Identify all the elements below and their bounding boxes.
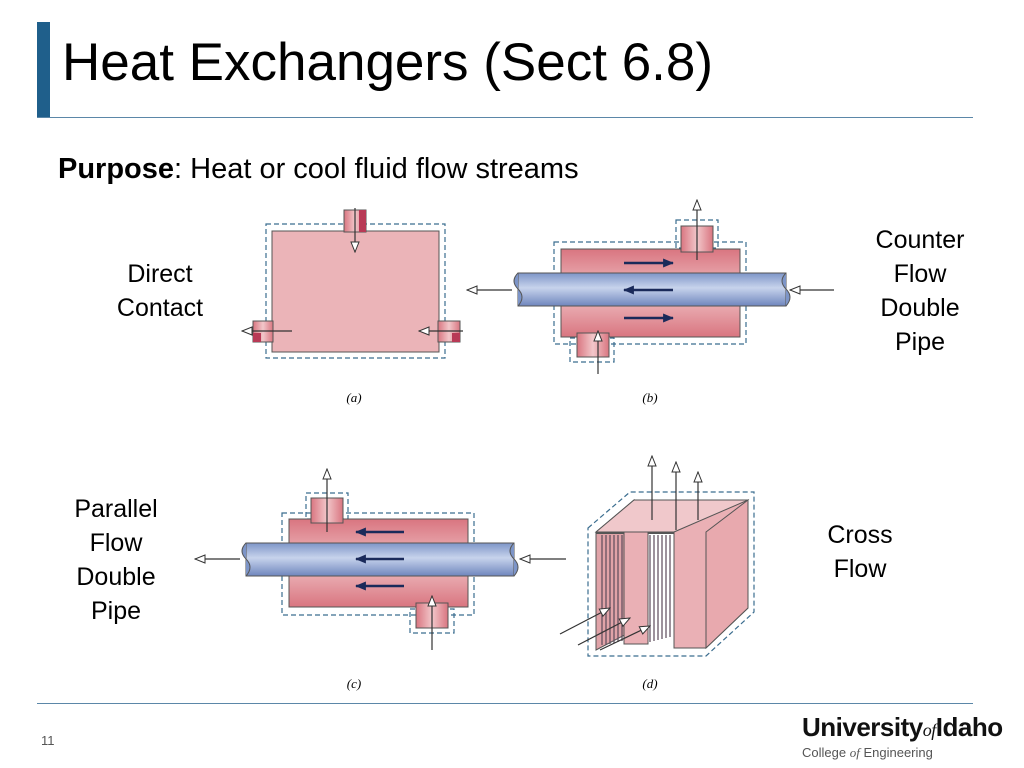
university-of-idaho-logo: UniversityofIdaho College of Engineering: [802, 712, 1003, 761]
caption-c: (c): [347, 676, 361, 691]
caption-d: (d): [642, 676, 657, 691]
exchanger-b-counter-flow: [467, 200, 834, 374]
label-counter-flow: Counter Flow Double Pipe: [875, 226, 965, 356]
title-divider: [37, 117, 973, 118]
footer-divider: [37, 703, 973, 704]
label-parallel-flow: Parallel Flow Double Pipe: [74, 495, 158, 625]
logo-university-name: UniversityofIdaho: [802, 712, 1003, 742]
logo-college-name: College of Engineering: [802, 745, 933, 760]
exchanger-c-parallel-flow: [195, 469, 566, 650]
page-number: 11: [41, 733, 55, 748]
purpose-label: Purpose: [58, 153, 175, 185]
purpose-text: : Heat or cool fluid flow streams: [174, 153, 579, 185]
purpose-line: Purpose: Heat or cool fluid flow streams: [58, 153, 579, 186]
slide-title: Heat Exchangers (Sect 6.8): [62, 33, 714, 92]
exchanger-a-direct-contact: [242, 208, 463, 359]
exchanger-d-cross-flow: [559, 456, 755, 657]
title-accent-bar: [37, 22, 50, 117]
caption-a: (a): [346, 390, 361, 405]
label-cross-flow: Cross Flow: [827, 521, 893, 583]
caption-b: (b): [642, 390, 657, 405]
label-direct-contact: Direct Contact: [116, 260, 204, 322]
